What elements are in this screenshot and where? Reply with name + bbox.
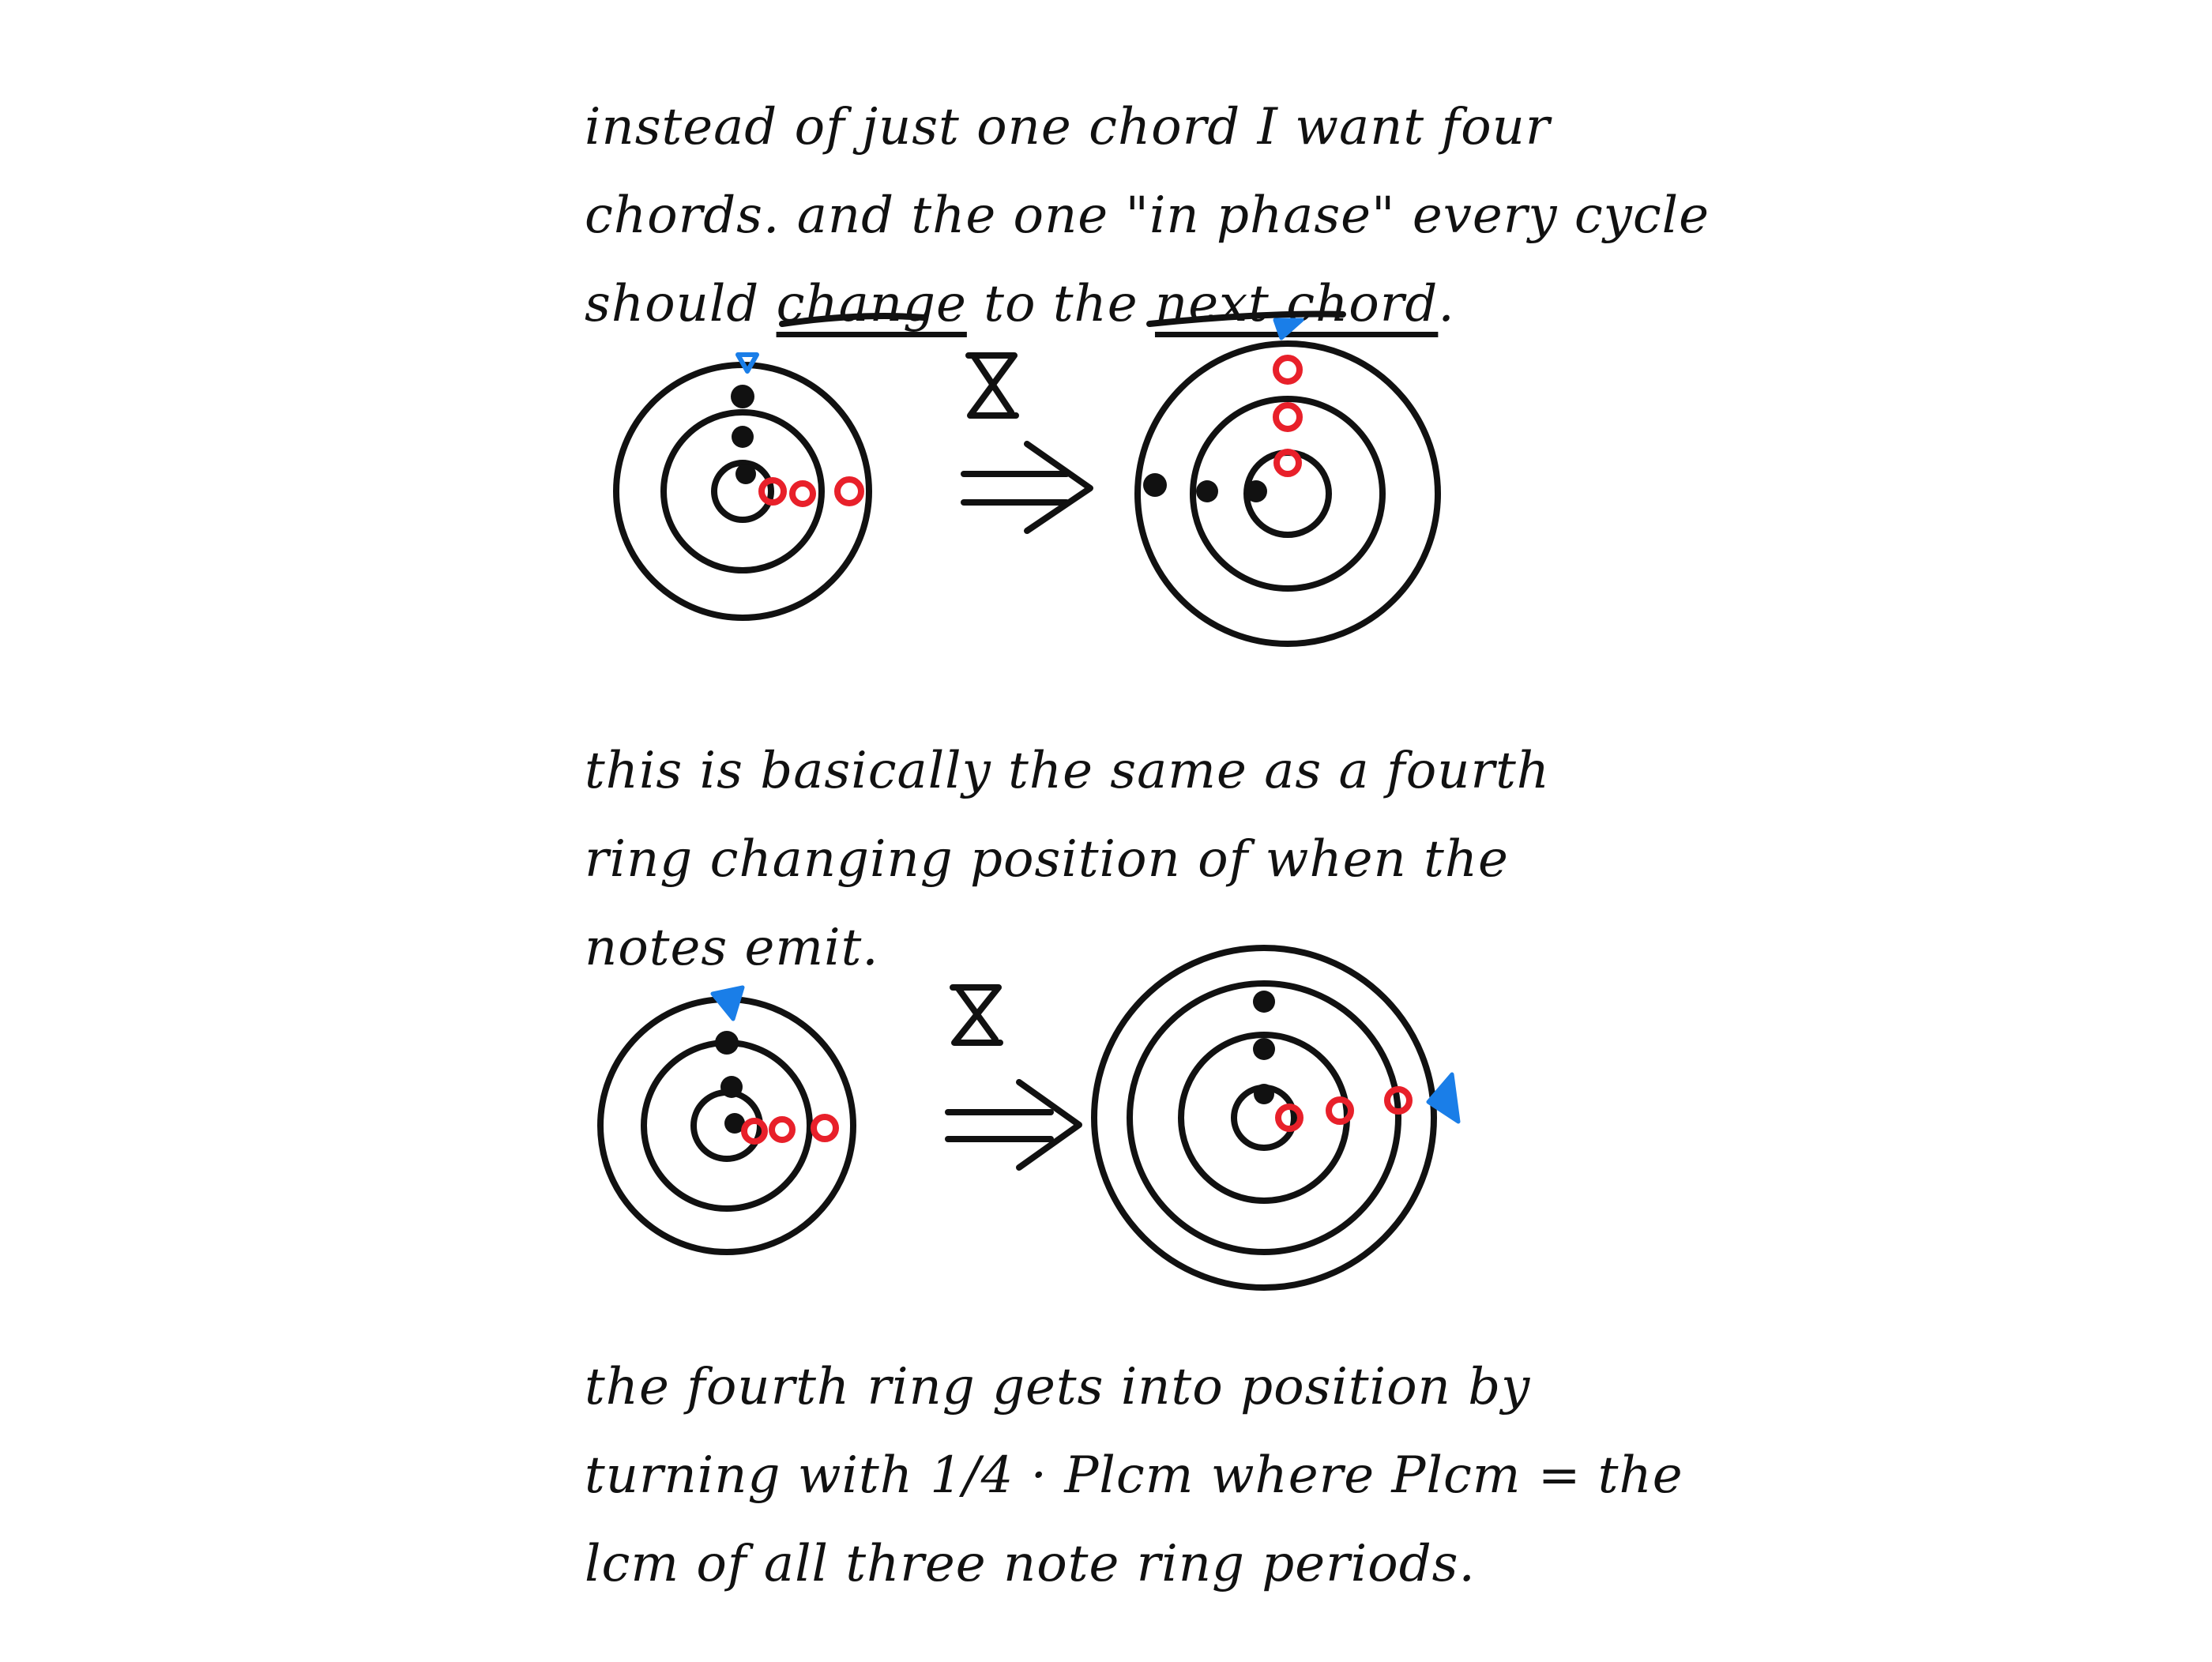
notes-d4 — [1253, 991, 1461, 1132]
notes-d1 — [731, 352, 864, 507]
diagram-2-after — [1091, 945, 1437, 1291]
p1-word-should: should — [585, 275, 760, 333]
ring-outer — [1127, 980, 1401, 1255]
ring-middle — [660, 409, 825, 573]
diagram-1-after — [1134, 340, 1441, 647]
p3-line-2: turning with 1/4 · Plcm where Plcm = the — [585, 1446, 1683, 1505]
p1-line-1: instead of just one chord I want four — [585, 98, 1551, 156]
notes-d3 — [710, 985, 839, 1145]
triangle-marker-icon — [710, 985, 745, 1021]
triangle-marker-icon — [1426, 1072, 1461, 1124]
notes-d2 — [1143, 318, 1304, 502]
p2-line-2: ring changing position of when the — [585, 830, 1509, 889]
p1-period: . — [1438, 275, 1455, 333]
ring-middle — [1190, 396, 1386, 592]
triangle-marker-icon — [1273, 318, 1304, 340]
paragraph-positioning: the fourth ring gets into position by tu… — [585, 1343, 1683, 1608]
triangle-marker-icon — [735, 352, 759, 374]
paragraph-chords: instead of just one chord I want four ch… — [585, 83, 1710, 348]
p2-line-1: this is basically the same as a fourth — [585, 742, 1550, 800]
p1-word-to-the: to the — [984, 275, 1138, 333]
paragraph-fourth-ring: this is basically the same as a fourth r… — [585, 727, 1612, 992]
p3-line-3: lcm of all three note ring periods. — [585, 1535, 1476, 1593]
p3-line-1: the fourth ring gets into position by — [585, 1358, 1531, 1416]
p2-line-3: notes emit. — [585, 919, 879, 977]
hourglass-icon — [965, 352, 1019, 419]
p1-line-2: chords. and the one "in phase" every cyc… — [585, 186, 1710, 245]
double-arrow-icon — [945, 1079, 1082, 1171]
double-arrow-icon — [961, 441, 1093, 534]
ring-inner — [711, 460, 774, 523]
hourglass-icon — [950, 984, 1003, 1046]
ring-fourth — [1091, 945, 1437, 1291]
ring-outer — [1134, 340, 1441, 647]
